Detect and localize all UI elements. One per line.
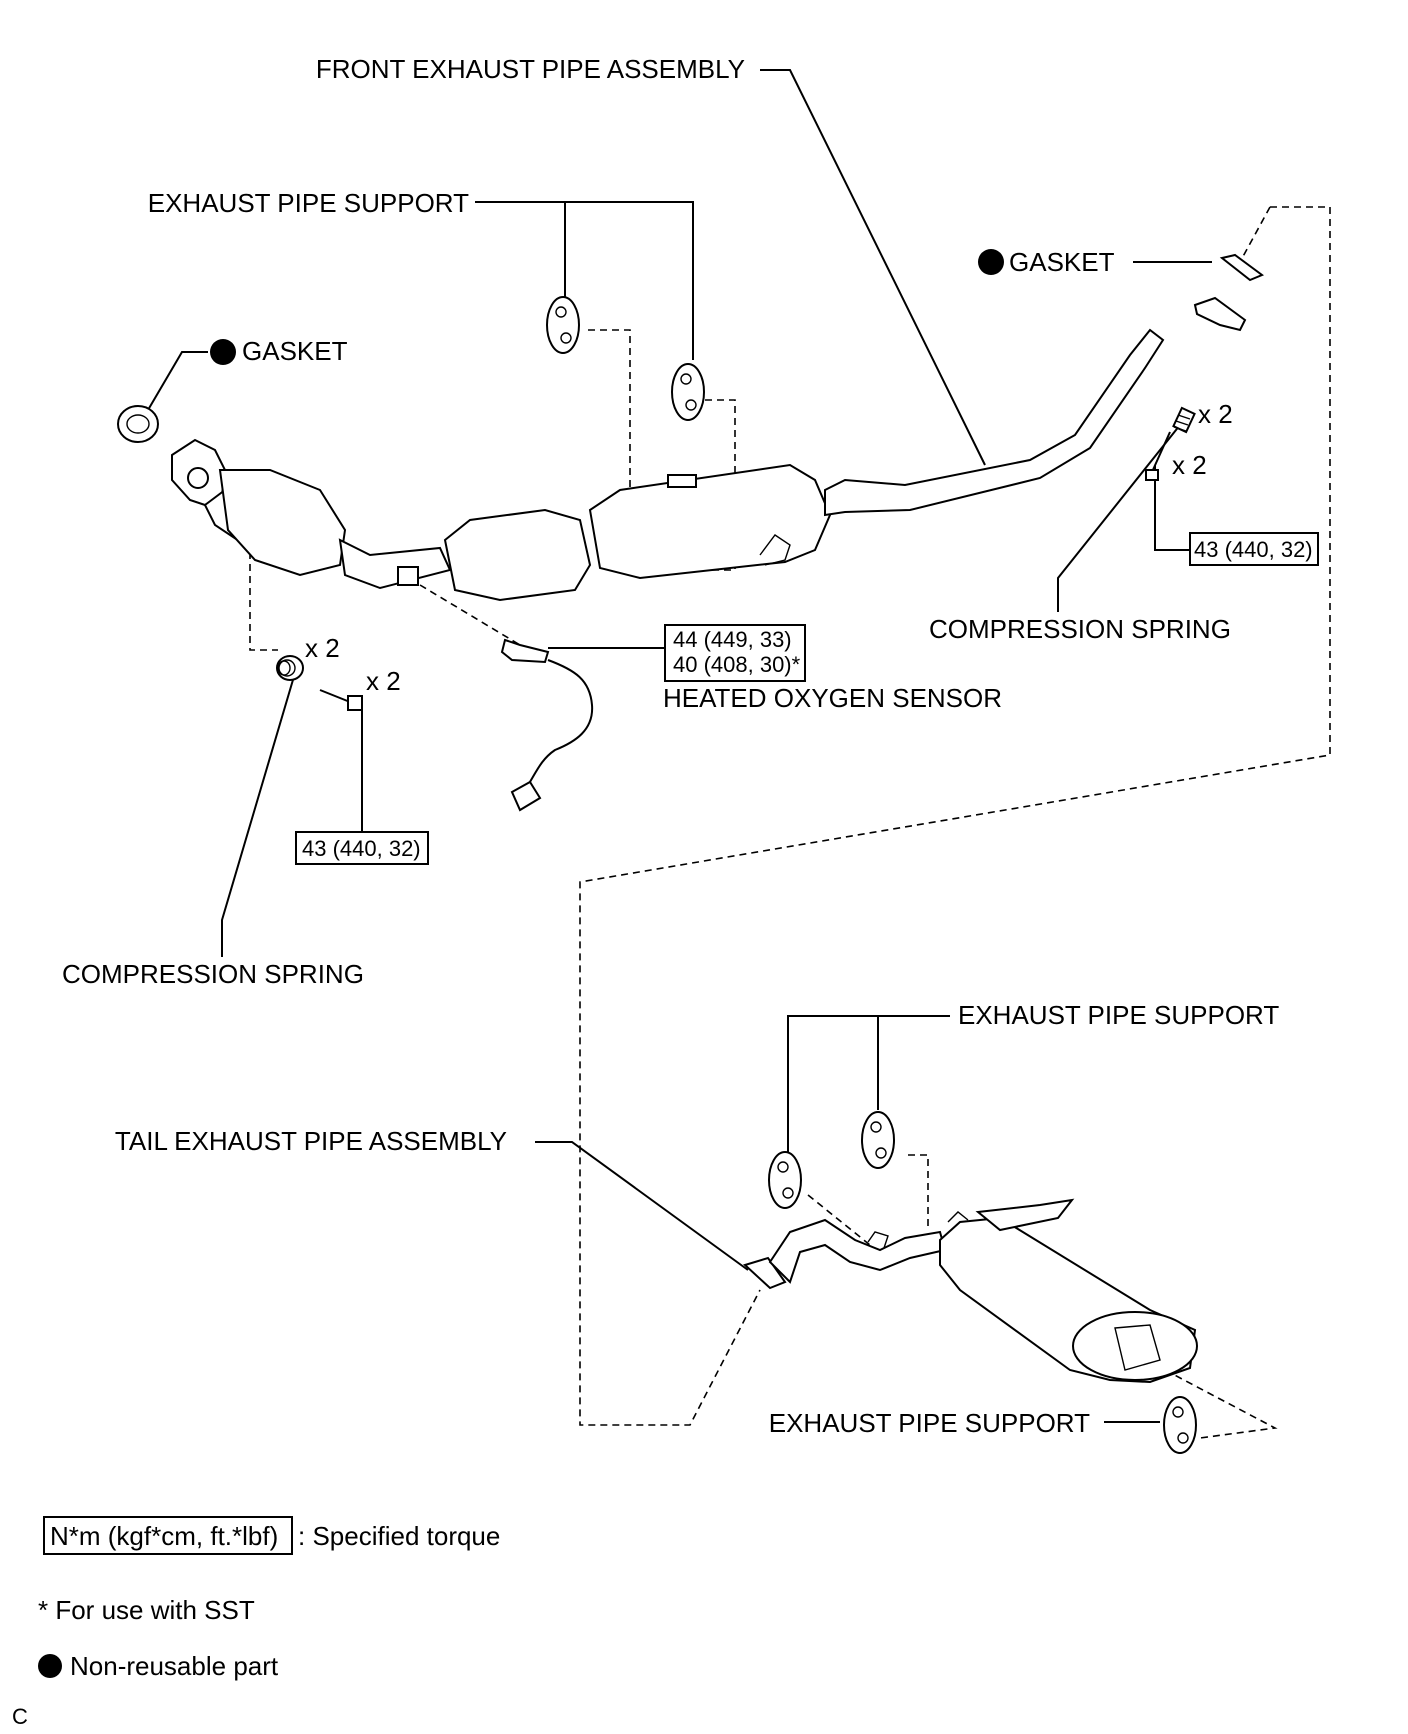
front-exhaust-pipe <box>171 296 1247 602</box>
label-qty-spring-left: x 2 <box>305 633 340 663</box>
hanger-lower-3 <box>1163 1396 1197 1454</box>
label-gasket-right: GASKET <box>1009 247 1115 277</box>
label-qty-bolt-right: x 2 <box>1172 450 1207 480</box>
label-exhaust-pipe-support-lower: EXHAUST PIPE SUPPORT <box>958 1000 1279 1030</box>
torque-box-left <box>295 831 429 865</box>
legend-torque-text: : Specified torque <box>298 1521 500 1551</box>
label-qty-spring-right: x 2 <box>1198 399 1233 429</box>
gasket-right <box>1219 253 1265 282</box>
label-gasket-left: GASKET <box>242 336 348 366</box>
torque-value-oxygen-sensor-2: 40 (408, 30)* <box>673 652 801 677</box>
torque-box-right <box>1189 532 1319 566</box>
label-exhaust-pipe-support-top: EXHAUST PIPE SUPPORT <box>148 188 469 218</box>
torque-legend-box <box>43 1516 293 1555</box>
hanger-top-1 <box>546 296 580 354</box>
label-exhaust-pipe-support-bottom: EXHAUST PIPE SUPPORT <box>769 1408 1090 1438</box>
torque-value-left: 43 (440, 32) <box>302 836 421 861</box>
label-tail-exhaust-pipe-assembly: TAIL EXHAUST PIPE ASSEMBLY <box>115 1126 507 1156</box>
hanger-lower-1 <box>768 1151 802 1209</box>
legend-torque-unit: N*m (kgf*cm, ft.*lbf) <box>50 1521 278 1551</box>
leader-lines <box>147 69 1212 1423</box>
torque-value-right: 43 (440, 32) <box>1194 537 1313 562</box>
tail-exhaust-pipe <box>743 1198 1198 1384</box>
oxygen-sensor <box>500 638 594 812</box>
legend-non-reusable: Non-reusable part <box>70 1651 279 1681</box>
label-front-exhaust-pipe-assembly: FRONT EXHAUST PIPE ASSEMBLY <box>316 54 745 84</box>
label-qty-bolt-left: x 2 <box>366 666 401 696</box>
legend-sst-note: * For use with SST <box>38 1595 255 1625</box>
non-reusable-legend-icon <box>38 1654 62 1678</box>
torque-box-oxygen-sensor <box>664 624 806 682</box>
gasket-left <box>117 405 159 443</box>
non-reusable-marker-icon <box>210 339 236 365</box>
non-reusable-marker-icon <box>978 249 1004 275</box>
label-heated-oxygen-sensor: HEATED OXYGEN SENSOR <box>663 683 1002 713</box>
spring-bolt-left <box>276 655 363 711</box>
hanger-top-2 <box>671 363 705 421</box>
label-compression-spring-right: COMPRESSION SPRING <box>929 614 1231 644</box>
spring-bolt-right <box>1145 406 1196 481</box>
figure-code: C <box>12 1704 28 1729</box>
torque-value-oxygen-sensor-1: 44 (449, 33) <box>673 627 792 652</box>
label-compression-spring-left: COMPRESSION SPRING <box>62 959 364 989</box>
hanger-lower-2 <box>861 1111 895 1169</box>
